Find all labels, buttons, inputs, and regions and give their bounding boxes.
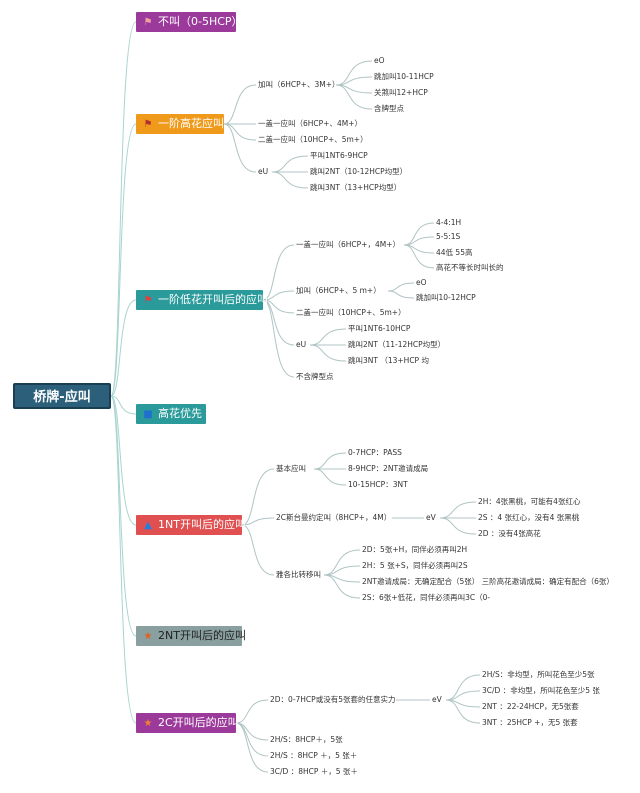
star-icon: ★ (143, 631, 153, 642)
node-ev[interactable]: eV (432, 695, 442, 704)
connector-curve (439, 517, 477, 535)
node-two-over-one[interactable]: 二盖一应叫（10HCP+、5m+） (296, 308, 406, 317)
node-eo[interactable]: eO (374, 56, 385, 65)
connector-curve (235, 699, 269, 724)
node-basic[interactable]: 基本应叫 (276, 464, 306, 473)
topic-1nt-response[interactable]: ▲1NT开叫后的应叫 (136, 515, 246, 535)
node-55[interactable]: 5-5:1S (436, 232, 461, 241)
node-one-over-one[interactable]: 一盖一应叫（6HCP+、4M+） (258, 119, 362, 128)
connector-curve (403, 222, 435, 246)
connector-curve (110, 123, 137, 397)
flag-icon: ⚑ (143, 119, 153, 130)
node-jump-2nt[interactable]: 跳叫2NT（10-12HCP均型） (310, 167, 408, 176)
node-eu[interactable]: eU (296, 340, 307, 349)
root-topic[interactable]: 桥牌-应叫 (13, 383, 111, 409)
node-1nt[interactable]: 平叫1NT6-9HCP (310, 151, 368, 160)
node-jacoby-2nt[interactable]: 2NT邀请成局：无确定配合（5张） 三阶高花邀请成局：确定有配合（6张） (362, 577, 614, 586)
node-pass[interactable]: 0-7HCP：PASS (348, 448, 402, 457)
connector-curve (262, 244, 295, 301)
connector-curve (445, 674, 481, 701)
connector-curve (110, 395, 137, 637)
node-2nt-invite[interactable]: 8-9HCP：2NT邀请成局 (348, 464, 429, 473)
node-one-over-one[interactable]: 一盖一应叫（6HCP+，4M+） (296, 240, 400, 249)
connector-curve (241, 524, 275, 576)
connector-curve (445, 699, 481, 724)
connector-curve (323, 549, 361, 576)
node-3cd-positive[interactable]: 3C/D ：8HCP ＋，5 张＋ (270, 767, 358, 776)
node-longer-major[interactable]: 高花不等长时叫长的 (436, 263, 504, 272)
connector-curve (235, 722, 269, 773)
connector-curve (323, 574, 361, 599)
connector-curve (335, 60, 373, 86)
topic-minor-opening-response[interactable]: ⚑一阶低花开叫后的应叫 (136, 290, 268, 310)
node-eu[interactable]: eU (258, 167, 269, 176)
node-3cd-unbalanced[interactable]: 3C/D ：非均型，所叫花色至少5 张 (482, 686, 600, 695)
connector-curve (309, 344, 347, 362)
node-jacoby-2d[interactable]: 2D：5张+H，同伴必须再叫2H (362, 545, 468, 554)
node-no-shape-points[interactable]: 不含牌型点 (296, 372, 334, 381)
node-44-55[interactable]: 44低 55高 (436, 248, 473, 257)
node-jump-3nt[interactable]: 跳叫3NT（13+HCP均型） (310, 183, 402, 192)
connector-curve (223, 84, 257, 125)
connector-curve (110, 21, 137, 397)
connector-curve (262, 299, 295, 378)
connector-curve (271, 171, 309, 189)
node-jump-3nt[interactable]: 跳叫3NT （13+HCP 均 (348, 356, 429, 365)
connector-curve (335, 84, 373, 110)
node-jacoby-2h[interactable]: 2H：5 张+S，同伴必须再叫2S (362, 561, 468, 570)
node-44[interactable]: 4-4:1H (436, 218, 462, 227)
topic-major-response[interactable]: ⚑一阶高花应叫 (136, 114, 224, 134)
node-jacoby[interactable]: 雅各比转移叫 (276, 570, 321, 579)
node-two-over-one[interactable]: 二盖一应叫（10HCP+、5m+） (258, 135, 368, 144)
node-1nt[interactable]: 平叫1NT6-10HCP (348, 324, 411, 333)
node-jump-2nt[interactable]: 跳叫2NT（11-12HCP均型） (348, 340, 446, 349)
connector-curve (403, 244, 435, 269)
connector-curve (313, 468, 347, 486)
connector-curve (241, 517, 275, 526)
flag-icon: ⚑ (143, 295, 153, 306)
connector-curve (271, 155, 309, 173)
node-2hs-unbalanced[interactable]: 2H/S：非均型，所叫花色至少5张 (482, 670, 595, 679)
connector-curve (110, 395, 137, 724)
node-stayman[interactable]: 2C斯台曼约定叫（8HCP+，4M） (276, 513, 392, 522)
node-jump-raise[interactable]: 跳加叫10-11HCP (374, 72, 434, 81)
node-shape-points[interactable]: 含牌型点 (374, 104, 404, 113)
topic-no-bid[interactable]: ⚑不叫（0-5HCP） (136, 12, 243, 32)
connector-curve (309, 328, 347, 346)
node-3nt-balanced[interactable]: 3NT ：25HCP +，无5 张套 (482, 718, 578, 727)
connector-curve (110, 299, 137, 397)
node-jump-raise[interactable]: 跳加叫10-12HCP (416, 293, 476, 302)
star-icon: ★ (143, 718, 153, 729)
topic-2nt-response[interactable]: ★2NT开叫后的应叫 (136, 626, 246, 646)
node-3nt[interactable]: 10-15HCP：3NT (348, 480, 408, 489)
node-2nt-balanced[interactable]: 2NT ：22-24HCP，无5张套 (482, 702, 579, 711)
connector-curve (387, 282, 415, 292)
node-raise[interactable]: 加叫（6HCP+、5 m+） (296, 286, 381, 295)
connector-curve (439, 501, 477, 519)
node-2d[interactable]: 2D ：没有4张高花 (478, 529, 541, 538)
node-jacoby-2s[interactable]: 2S：6张+低花，同伴必须再叫3C（0- (362, 593, 491, 602)
flag-icon: ⚑ (143, 17, 153, 28)
node-2h[interactable]: 2H：4张黑桃，可能有4张红心 (478, 497, 581, 506)
node-eo[interactable]: eO (416, 278, 427, 287)
node-2hs-positive-plus[interactable]: 2H/S ：8HCP ＋，5 张＋ (270, 751, 358, 760)
topic-2c-response[interactable]: ★2C开叫后的应叫 (136, 713, 239, 733)
connector-curve (110, 395, 137, 526)
connector-curve (110, 395, 137, 415)
connector-curve (241, 468, 275, 526)
connector-curve (262, 299, 295, 346)
node-game-raise[interactable]: 关煞叫12+HCP (374, 88, 428, 97)
connector-curve (313, 452, 347, 470)
triangle-icon: ▲ (144, 520, 152, 531)
node-ev[interactable]: eV (426, 513, 436, 522)
node-2s[interactable]: 2S ：4 张红心，没有4 张黑桃 (478, 513, 580, 522)
topic-major-priority[interactable]: ■高花优先 (136, 404, 206, 424)
node-2hs-positive[interactable]: 2H/S：8HCP＋，5张 (270, 735, 343, 744)
node-raise[interactable]: 加叫（6HCP+、3M+） (258, 80, 340, 89)
square-icon: ■ (143, 409, 153, 420)
node-2d-waiting[interactable]: 2D：0-7HCP或没有5张套的任意实力 (270, 695, 396, 704)
connector-curve (387, 290, 415, 299)
connector-curve (223, 123, 257, 173)
